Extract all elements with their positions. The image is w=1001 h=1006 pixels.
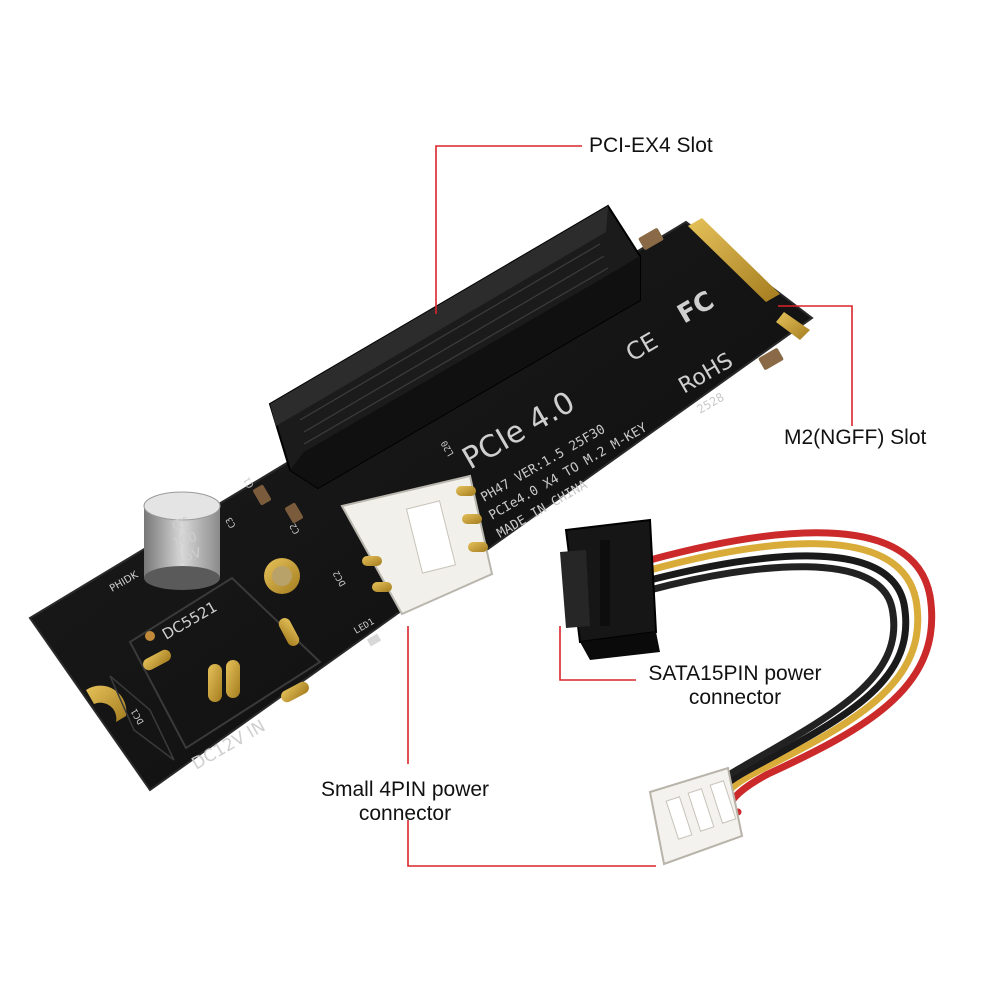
callout-lines: [407, 145, 853, 867]
pcie-x4-slot: [268, 204, 641, 490]
label-small4pin-connector: Small 4PIN power connector: [290, 778, 520, 826]
smd-components: [253, 228, 784, 647]
label-sata-line2: connector: [688, 686, 782, 709]
ref-c1: C1: [243, 475, 257, 489]
sata-15pin-connector: [560, 518, 660, 660]
label-small4pin-line1: Small 4PIN power: [320, 778, 490, 801]
small-4pin-cable-connector: [648, 766, 744, 866]
callout-line-small4pin-cable: [407, 820, 656, 867]
callout-line-m2: [778, 305, 853, 426]
pcie-slot-contacts: [299, 243, 609, 445]
callout-line-pcie: [435, 145, 582, 314]
label-m2-slot: M2(NGFF) Slot: [784, 426, 927, 449]
electrolytic-capacitor: CS 100 16V: [143, 491, 221, 590]
mounting-notch: [86, 685, 127, 722]
label-pcie-slot: PCI-EX4 Slot: [589, 134, 713, 157]
label-sata-connector: SATA15PIN power connector: [620, 662, 850, 710]
board-4pin-connector: [340, 474, 494, 616]
m2-gold-fingers: [688, 218, 810, 340]
solder-pads: [143, 558, 309, 703]
label-sata-line1: SATA15PIN power: [648, 662, 822, 685]
capacitor-text-1: CS: [170, 515, 191, 535]
ref-c3: C3: [225, 515, 239, 529]
callout-line-sata: [559, 626, 636, 681]
label-small4pin-line2: connector: [358, 802, 452, 825]
ref-c2: C2: [289, 521, 303, 535]
capacitor-text-2: 100: [171, 530, 199, 552]
